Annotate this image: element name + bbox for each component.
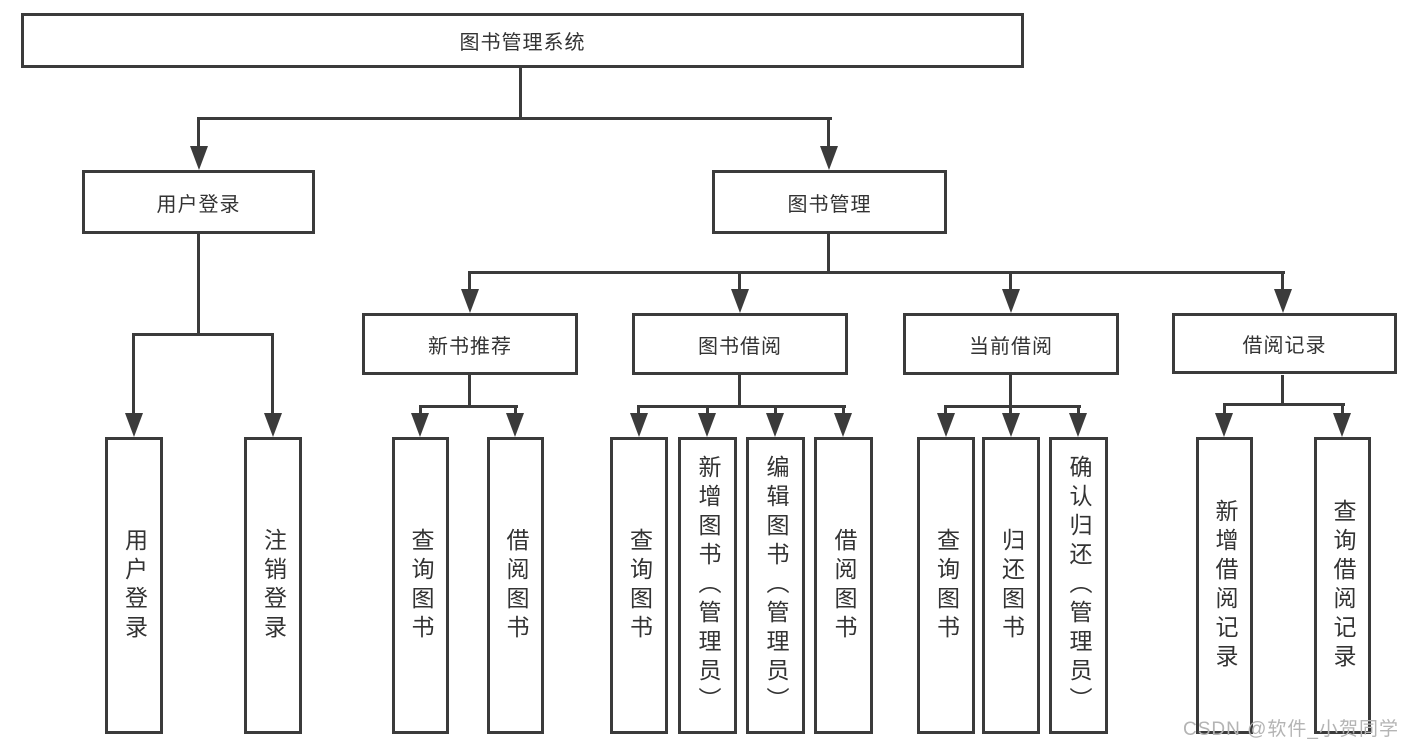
- leaf-query-borrow-record: 查询借阅记录: [1314, 437, 1371, 734]
- csdn-watermark: CSDN @软件_小贺同学: [1183, 719, 1399, 740]
- leaf-recommend-query-books: 查询图书: [392, 437, 449, 734]
- leaf-logout: 注销登录: [244, 437, 302, 734]
- arrowhead-to-new-book-recommendation: [461, 289, 479, 313]
- arrowhead-to-current-borrowing: [1002, 289, 1020, 313]
- connector-mgmt-to-records: [1281, 271, 1284, 291]
- node-book-management: 图书管理: [712, 170, 947, 234]
- connector-records-drop: [1281, 375, 1284, 406]
- leaf-add-books-admin: 新增图书（管理员）: [678, 437, 737, 734]
- connector-borrowing-leaf3: [774, 405, 777, 416]
- arrowhead-to-user-login: [190, 146, 208, 170]
- connector-current-leaf2: [1009, 405, 1012, 416]
- leaf-edit-books-admin: 编辑图书（管理员）: [746, 437, 805, 734]
- connector-recommend-drop: [468, 375, 471, 408]
- leaf-add-borrow-record: 新增借阅记录: [1196, 437, 1253, 734]
- node-user-login: 用户登录: [82, 170, 315, 234]
- connector-current-drop: [1009, 375, 1012, 408]
- connector-borrowing-leaf4: [842, 405, 845, 416]
- arrowhead-to-add-books: [698, 413, 716, 437]
- connector-root-to-login: [197, 117, 200, 149]
- connector-recommend-spread: [419, 405, 518, 408]
- node-borrowing-records: 借阅记录: [1172, 313, 1397, 374]
- node-current-borrowing: 当前借阅: [903, 313, 1119, 375]
- node-book-borrowing: 图书借阅: [632, 313, 848, 375]
- leaf-user-login: 用户登录: [105, 437, 163, 734]
- leaf-borrowing-borrow-books: 借阅图书: [814, 437, 873, 734]
- arrowhead-to-leaf-user-login: [125, 413, 143, 437]
- leaf-confirm-return-admin: 确认归还（管理员）: [1049, 437, 1108, 734]
- connector-current-leaf3: [1077, 405, 1080, 416]
- connector-mgmt-drop: [827, 234, 830, 274]
- arrowhead-to-edit-books: [766, 413, 784, 437]
- connector-mgmt-spread: [468, 271, 1285, 274]
- arrowhead-to-book-management: [820, 146, 838, 170]
- arrowhead-to-borrowing-borrow: [834, 413, 852, 437]
- connector-login-to-leaf1: [132, 333, 135, 415]
- connector-mgmt-to-current: [1009, 271, 1012, 291]
- leaf-recommend-borrow-books: 借阅图书: [487, 437, 544, 734]
- connector-current-leaf1: [944, 405, 947, 416]
- connector-borrowing-drop: [738, 375, 741, 408]
- connector-login-spread: [132, 333, 274, 336]
- arrowhead-to-borrowing-query: [630, 413, 648, 437]
- connector-current-spread: [944, 405, 1081, 408]
- connector-records-leaf1: [1223, 403, 1226, 416]
- connector-recommend-leaf2: [514, 405, 517, 416]
- leaf-return-books: 归还图书: [982, 437, 1040, 734]
- arrowhead-to-confirm-return: [1069, 413, 1087, 437]
- arrowhead-to-book-borrowing: [731, 289, 749, 313]
- connector-root-spread: [197, 117, 832, 120]
- arrowhead-to-add-record: [1215, 413, 1233, 437]
- node-new-book-recommendation: 新书推荐: [362, 313, 578, 375]
- connector-mgmt-to-recommend: [468, 271, 471, 291]
- connector-login-drop: [197, 234, 200, 336]
- leaf-current-query-books: 查询图书: [917, 437, 975, 734]
- arrowhead-to-recommend-query: [411, 413, 429, 437]
- leaf-borrowing-query-books: 查询图书: [610, 437, 668, 734]
- arrowhead-to-current-query: [937, 413, 955, 437]
- connector-mgmt-to-borrowing: [738, 271, 741, 291]
- connector-borrowing-spread: [637, 405, 846, 408]
- connector-borrowing-leaf1: [637, 405, 640, 416]
- arrowhead-to-return-books: [1002, 413, 1020, 437]
- connector-recommend-leaf1: [419, 405, 422, 416]
- connector-records-leaf2: [1341, 403, 1344, 416]
- connector-records-spread: [1223, 403, 1345, 406]
- arrowhead-to-recommend-borrow: [506, 413, 524, 437]
- arrowhead-to-query-record: [1333, 413, 1351, 437]
- arrowhead-to-leaf-logout: [264, 413, 282, 437]
- connector-borrowing-leaf2: [706, 405, 709, 416]
- connector-root-drop: [519, 68, 522, 120]
- arrowhead-to-borrowing-records: [1274, 289, 1292, 313]
- connector-login-to-leaf2: [271, 333, 274, 415]
- node-library-management-system: 图书管理系统: [21, 13, 1024, 68]
- connector-root-to-mgmt: [827, 117, 830, 149]
